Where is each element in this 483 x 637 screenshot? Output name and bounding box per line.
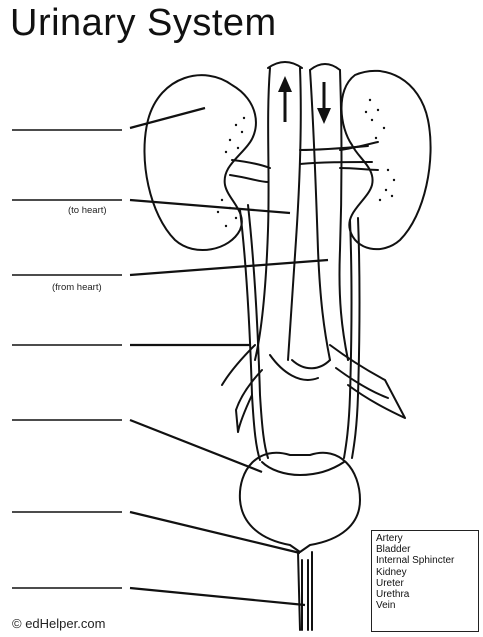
leader-3 — [130, 260, 328, 275]
right-ureter — [344, 218, 360, 458]
word-bank-item: Vein — [376, 600, 474, 611]
leader-6 — [130, 512, 300, 553]
leader-5 — [130, 420, 262, 472]
hint-from-heart: (from heart) — [52, 282, 102, 293]
word-bank-item: Urethra — [376, 589, 474, 600]
arrow-down-icon — [317, 82, 331, 124]
word-bank-item: Artery — [376, 533, 474, 544]
label-blanks — [12, 130, 122, 588]
urethra — [298, 552, 312, 630]
hint-to-heart: (to heart) — [68, 205, 107, 216]
arrow-up-icon — [278, 76, 292, 122]
right-kidney — [341, 71, 430, 249]
word-bank-item: Internal Sphincter — [376, 555, 474, 566]
left-kidney — [144, 75, 255, 250]
word-bank-item: Ureter — [376, 578, 474, 589]
copyright: © edHelper.com — [12, 616, 105, 631]
leader-1 — [130, 108, 205, 128]
word-bank: Artery Bladder Internal Sphincter Kidney… — [371, 530, 479, 632]
bladder — [240, 453, 360, 552]
leader-7 — [130, 588, 305, 605]
word-bank-item: Bladder — [376, 544, 474, 555]
word-bank-item: Kidney — [376, 567, 474, 578]
left-ureter — [240, 205, 268, 460]
aorta — [255, 68, 301, 360]
